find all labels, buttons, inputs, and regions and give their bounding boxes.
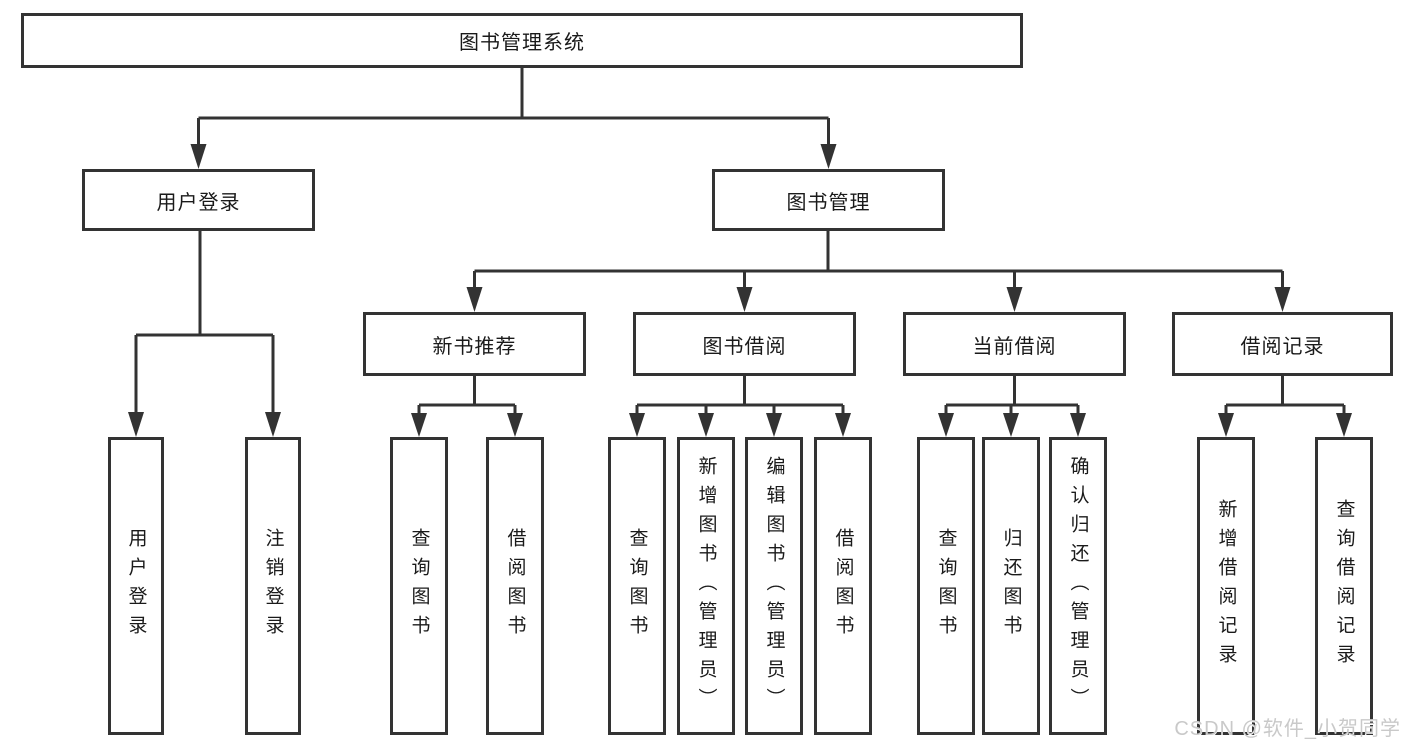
leaf-return-book: 归还图书 (982, 437, 1040, 735)
leaf-label: 用户登录 (125, 528, 147, 644)
leaf-label: 确认归还（管理员） (1067, 455, 1089, 717)
leaf-confirm-return-admin: 确认归还（管理员） (1049, 437, 1107, 735)
node-label: 借阅记录 (1240, 335, 1325, 358)
leaf-edit-book-admin: 编辑图书（管理员） (745, 437, 803, 735)
leaf-query-book: 查询图书 (390, 437, 448, 735)
leaf-label: 查询图书 (408, 528, 430, 644)
node-label: 当前借阅 (972, 335, 1057, 358)
leaf-label: 归还图书 (1000, 528, 1022, 644)
leaf-label: 新增图书（管理员） (695, 455, 717, 717)
leaf-borrow-book: 借阅图书 (486, 437, 544, 735)
leaf-query-book: 查询图书 (917, 437, 975, 735)
leaf-label: 注销登录 (262, 528, 284, 644)
node-user-login: 用户登录 (82, 169, 315, 231)
leaf-borrow-book: 借阅图书 (814, 437, 872, 735)
leaf-user-login: 用户登录 (108, 437, 164, 735)
leaf-label: 借阅图书 (832, 528, 854, 644)
leaf-query-borrow-record: 查询借阅记录 (1315, 437, 1373, 735)
leaf-add-borrow-record: 新增借阅记录 (1197, 437, 1255, 735)
node-label: 图书管理 (786, 191, 871, 214)
leaf-label: 编辑图书（管理员） (763, 455, 785, 717)
node-borrow-record: 借阅记录 (1172, 312, 1393, 376)
node-label: 新书推荐 (432, 335, 517, 358)
node-label: 图书借阅 (702, 335, 787, 358)
leaf-add-book-admin: 新增图书（管理员） (677, 437, 735, 735)
node-library-management-system: 图书管理系统 (21, 13, 1023, 68)
node-current-borrow: 当前借阅 (903, 312, 1126, 376)
leaf-label: 新增借阅记录 (1215, 499, 1237, 673)
leaf-label: 查询图书 (935, 528, 957, 644)
leaf-label: 查询借阅记录 (1333, 499, 1355, 673)
node-new-book-recommend: 新书推荐 (363, 312, 586, 376)
node-book-borrow: 图书借阅 (633, 312, 856, 376)
leaf-query-book: 查询图书 (608, 437, 666, 735)
node-label: 图书管理系统 (459, 32, 585, 54)
node-book-management: 图书管理 (712, 169, 945, 231)
leaf-label: 查询图书 (626, 528, 648, 644)
csdn-watermark: CSDN @软件_小贺同学 (1174, 718, 1401, 740)
leaf-logout: 注销登录 (245, 437, 301, 735)
node-label: 用户登录 (156, 191, 241, 214)
leaf-label: 借阅图书 (504, 528, 526, 644)
